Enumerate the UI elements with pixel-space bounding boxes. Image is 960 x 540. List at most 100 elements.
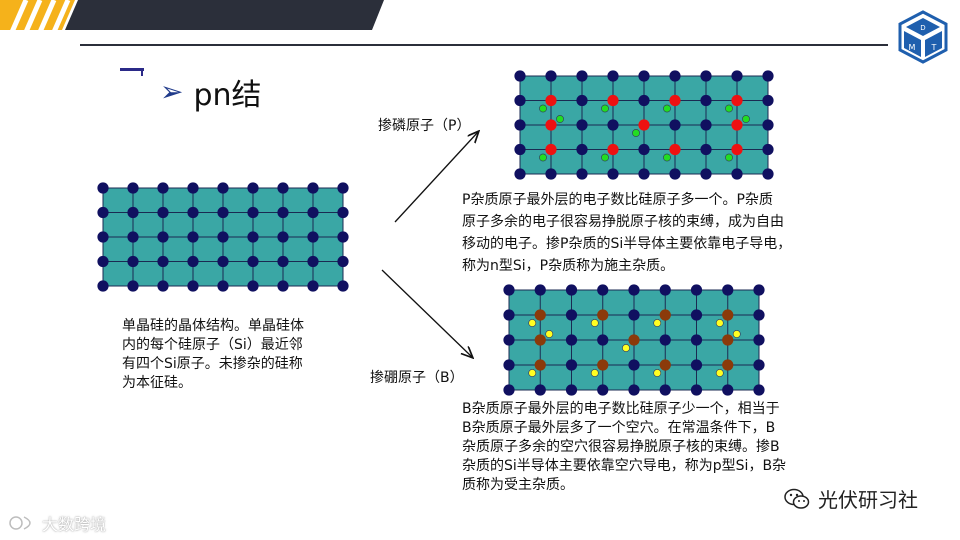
header-rule bbox=[80, 44, 888, 46]
silicon-atom bbox=[307, 256, 318, 267]
silicon-atom bbox=[337, 182, 348, 193]
silicon-atom bbox=[97, 207, 108, 218]
silicon-atom bbox=[247, 182, 258, 193]
p-description: P杂质原子最外层的电子数比硅原子多一个。P杂质 原子多余的电子很容易挣脱原子核的… bbox=[462, 189, 838, 277]
b-description-line: B杂质原子最外层多了一个空穴。在常温条件下，B bbox=[462, 419, 838, 438]
silicon-atom bbox=[607, 168, 618, 179]
silicon-atom bbox=[545, 70, 556, 81]
silicon-atom bbox=[157, 280, 168, 291]
silicon-atom bbox=[277, 182, 288, 193]
phosphorus-atom bbox=[607, 95, 618, 106]
silicon-atom bbox=[576, 95, 587, 106]
silicon-atom bbox=[514, 70, 525, 81]
boron-atom bbox=[597, 359, 608, 370]
page-title: pn结 bbox=[193, 70, 261, 114]
b-doped-lattice-diagram bbox=[503, 284, 765, 396]
boron-atom bbox=[535, 359, 546, 370]
b-doping-label: 掺硼原子（B） bbox=[370, 367, 464, 387]
phosphorus-atom bbox=[731, 144, 742, 155]
boron-atom bbox=[660, 309, 671, 320]
silicon-atom bbox=[753, 384, 764, 395]
silicon-atom bbox=[700, 119, 711, 130]
silicon-atom bbox=[307, 280, 318, 291]
phosphorus-atom bbox=[731, 95, 742, 106]
silicon-atom bbox=[247, 231, 258, 242]
silicon-atom bbox=[514, 168, 525, 179]
silicon-atom bbox=[753, 359, 764, 370]
silicon-atom bbox=[307, 207, 318, 218]
free-electron bbox=[663, 154, 670, 161]
boron-atom bbox=[722, 309, 733, 320]
silicon-atom bbox=[731, 168, 742, 179]
silicon-atom bbox=[762, 119, 773, 130]
silicon-atom bbox=[337, 231, 348, 242]
silicon-atom bbox=[157, 231, 168, 242]
silicon-atom bbox=[566, 284, 577, 295]
silicon-atom bbox=[157, 256, 168, 267]
boron-atom bbox=[722, 334, 733, 345]
si-description-line: 有四个Si原子。未掺杂的硅称 bbox=[122, 355, 354, 374]
silicon-atom bbox=[638, 144, 649, 155]
silicon-atom bbox=[127, 280, 138, 291]
silicon-atom bbox=[307, 182, 318, 193]
silicon-atom bbox=[660, 384, 671, 395]
silicon-atom bbox=[700, 144, 711, 155]
silicon-atom bbox=[127, 207, 138, 218]
silicon-atom bbox=[753, 284, 764, 295]
silicon-atom bbox=[660, 284, 671, 295]
silicon-atom bbox=[628, 284, 639, 295]
free-electron bbox=[539, 105, 546, 112]
silicon-atom bbox=[187, 207, 198, 218]
si-description-line: 单晶硅的晶体结构。单晶硅体 bbox=[122, 317, 354, 336]
boron-atom bbox=[660, 359, 671, 370]
silicon-atom bbox=[628, 359, 639, 370]
hole bbox=[716, 369, 723, 376]
boron-atom bbox=[597, 309, 608, 320]
silicon-atom bbox=[337, 280, 348, 291]
silicon-atom bbox=[753, 334, 764, 345]
hole bbox=[529, 319, 536, 326]
silicon-atom bbox=[700, 70, 711, 81]
p-description-line: 移动的电子。掺P杂质的Si半导体主要依靠电子导电， bbox=[462, 233, 838, 255]
p-description-line: 原子多余的电子很容易挣脱原子核的束缚，成为自由 bbox=[462, 211, 838, 233]
silicon-atom bbox=[597, 384, 608, 395]
b-description-line: 杂质原子多余的空穴很容易挣脱原子核的束缚。掺B bbox=[462, 438, 838, 457]
silicon-atom bbox=[762, 144, 773, 155]
free-electron bbox=[725, 154, 732, 161]
p-description-line: P杂质原子最外层的电子数比硅原子多一个。P杂质 bbox=[462, 189, 838, 211]
silicon-atom bbox=[638, 70, 649, 81]
si-description: 单晶硅的晶体结构。单晶硅体 内的每个硅原子（Si）最近邻 有四个Si原子。未掺杂… bbox=[122, 317, 354, 393]
free-electron bbox=[601, 154, 608, 161]
silicon-atom bbox=[127, 256, 138, 267]
silicon-atom bbox=[722, 284, 733, 295]
silicon-atom bbox=[217, 207, 228, 218]
silicon-atom bbox=[566, 384, 577, 395]
si-description-line: 内的每个硅原子（Si）最近邻 bbox=[122, 336, 354, 355]
si-lattice-diagram bbox=[97, 182, 349, 292]
wechat-account: 光伏研习社 bbox=[784, 484, 918, 513]
silicon-atom bbox=[566, 334, 577, 345]
svg-text:D: D bbox=[920, 24, 925, 32]
silicon-atom bbox=[597, 334, 608, 345]
free-electron bbox=[742, 115, 749, 122]
silicon-atom bbox=[217, 182, 228, 193]
silicon-atom bbox=[576, 168, 587, 179]
phosphorus-atom bbox=[669, 95, 680, 106]
phosphorus-atom bbox=[638, 119, 649, 130]
silicon-atom bbox=[187, 280, 198, 291]
cube-logo-icon: D M T bbox=[896, 10, 950, 64]
silicon-atom bbox=[514, 144, 525, 155]
boron-atom bbox=[535, 334, 546, 345]
phosphorus-atom bbox=[607, 144, 618, 155]
silicon-atom bbox=[638, 95, 649, 106]
silicon-atom bbox=[127, 182, 138, 193]
hole bbox=[546, 330, 553, 337]
free-electron bbox=[663, 105, 670, 112]
free-electron bbox=[539, 154, 546, 161]
silicon-atom bbox=[157, 182, 168, 193]
hole bbox=[591, 369, 598, 376]
silicon-atom bbox=[307, 231, 318, 242]
p-description-line: 称为n型Si，P杂质称为施主杂质。 bbox=[462, 255, 838, 277]
silicon-atom bbox=[638, 168, 649, 179]
slide-title: ➢ pn结 bbox=[160, 72, 262, 112]
